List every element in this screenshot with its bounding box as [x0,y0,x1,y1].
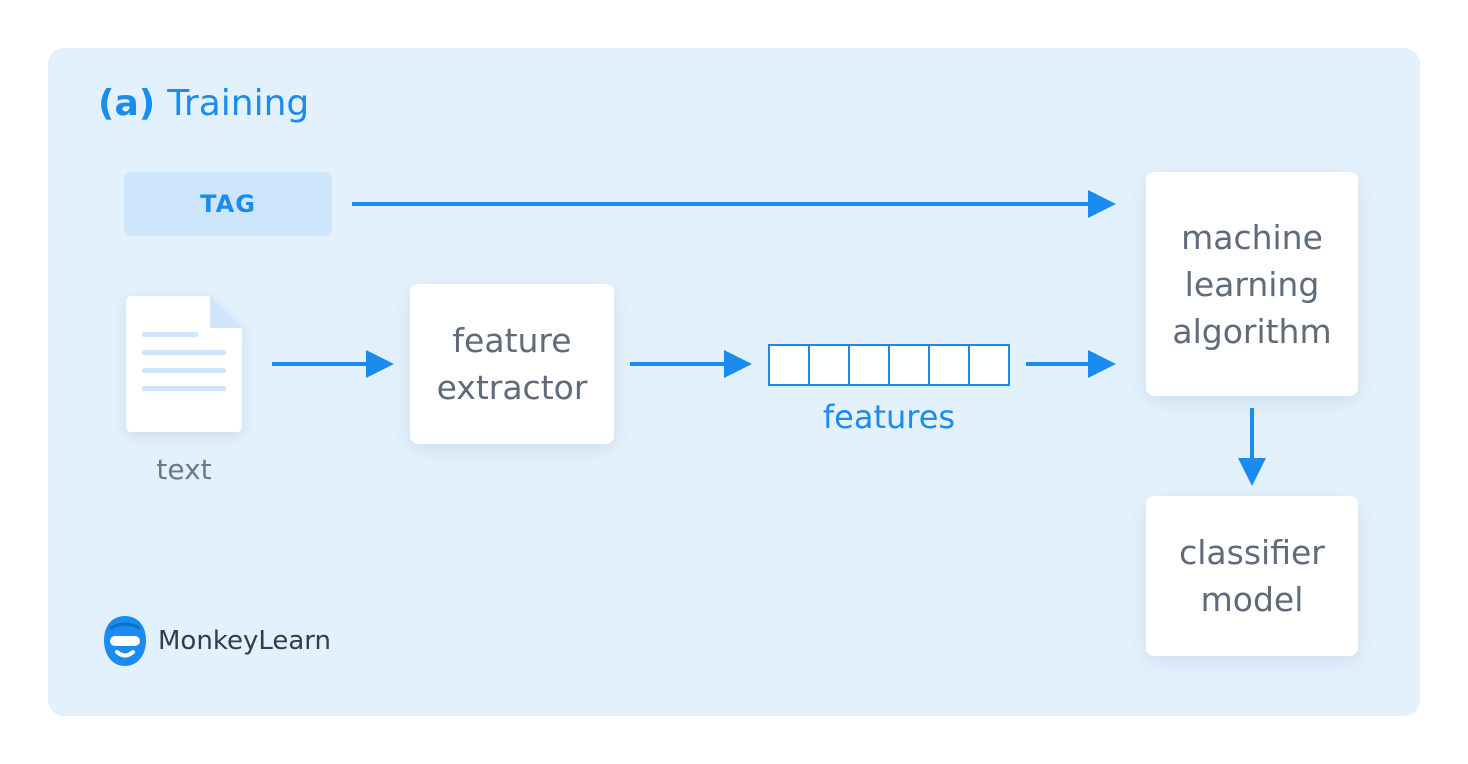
arrow-algorithm-to-model [1238,408,1266,486]
ml-algorithm-card: machine learning algorithm [1146,172,1358,396]
classifier-model-line-2: model [1200,580,1304,619]
features-label: features [822,398,956,436]
monkeylearn-logo: MonkeyLearn [102,614,331,668]
arrow-features-to-algorithm [1026,350,1116,378]
ml-algorithm-line-2: learning [1184,264,1320,304]
diagram-title: (a) Training [98,80,309,128]
feature-vector [768,344,1010,386]
feature-vector-cell [930,346,970,384]
tag-box: TAG [124,172,332,236]
brand-name: MonkeyLearn [158,626,331,656]
feature-vector-cell [850,346,890,384]
feature-extractor-card: feature extractor [410,284,614,444]
feature-extractor-line-2: extractor [436,368,588,407]
arrow-text-to-extractor [272,350,394,378]
feature-vector-cell [770,346,810,384]
classifier-model-line-1: classifier [1179,533,1325,572]
feature-vector-cell [890,346,930,384]
arrow-tag-to-algorithm [352,190,1116,218]
title-prefix: (a) [98,83,156,124]
feature-extractor-line-1: feature [452,321,572,360]
title-text: Training [167,83,310,124]
monkey-logo-icon [104,616,146,666]
arrow-extractor-to-features [630,350,752,378]
classifier-model-card: classifier model [1146,496,1358,656]
feature-vector-cell [810,346,850,384]
ml-algorithm-line-1: machine [1181,217,1323,257]
text-document-icon [126,296,242,432]
text-label: text [156,453,212,486]
tag-label: TAG [200,190,256,218]
ml-algorithm-line-3: algorithm [1172,311,1332,351]
